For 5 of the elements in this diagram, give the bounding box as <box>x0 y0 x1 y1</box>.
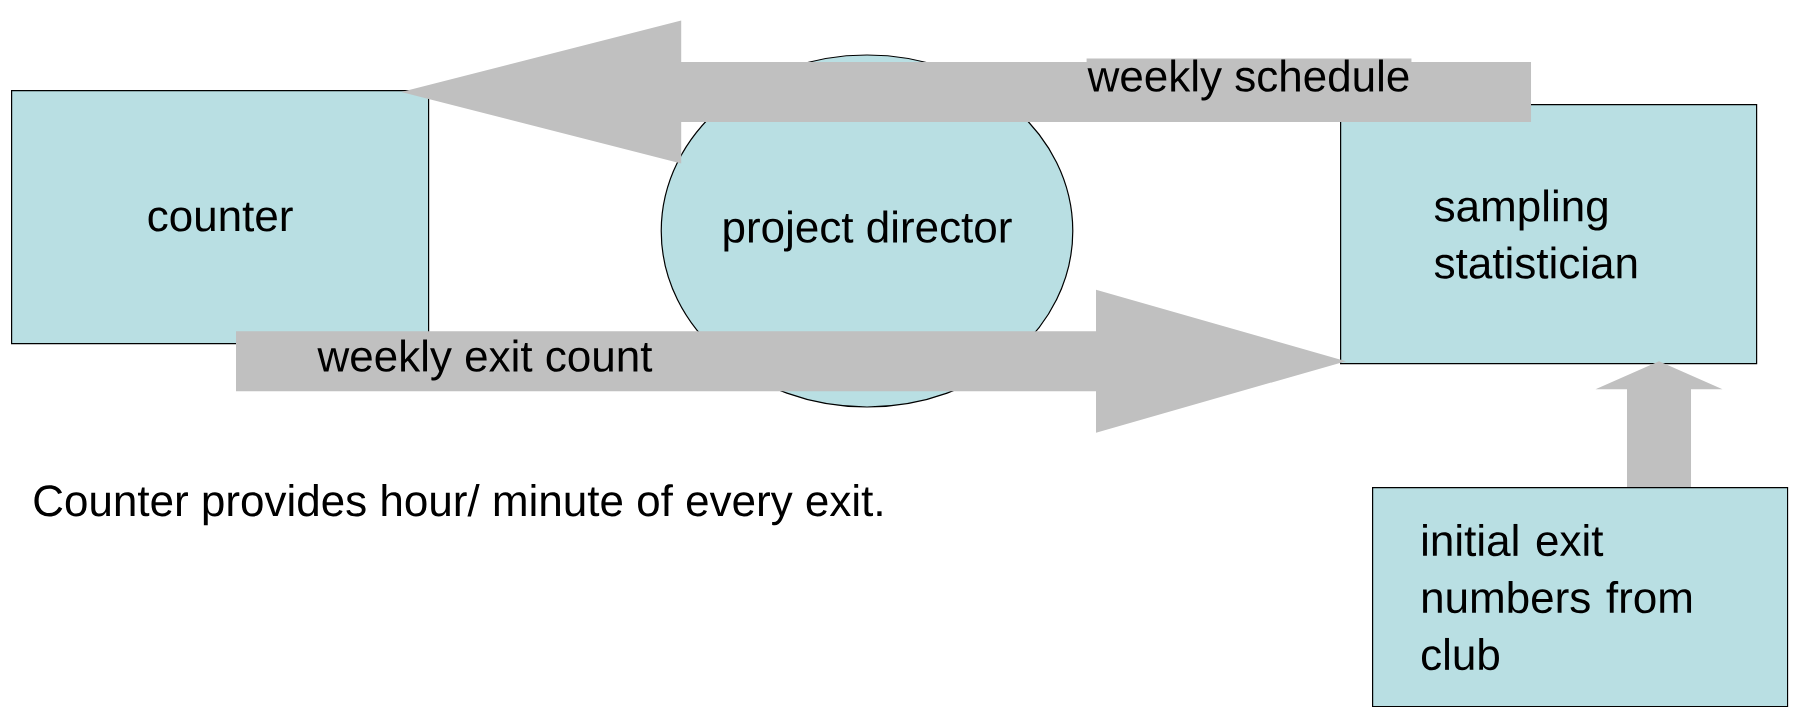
edge-label: weekly schedule <box>1086 58 1412 102</box>
process-box: initial exit numbers from club <box>1372 487 1789 707</box>
process-box: sampling statistician <box>1340 104 1758 365</box>
block-arrow <box>1595 361 1723 487</box>
note-text: Counter provides hour/ minute of every exit. <box>34 484 882 526</box>
